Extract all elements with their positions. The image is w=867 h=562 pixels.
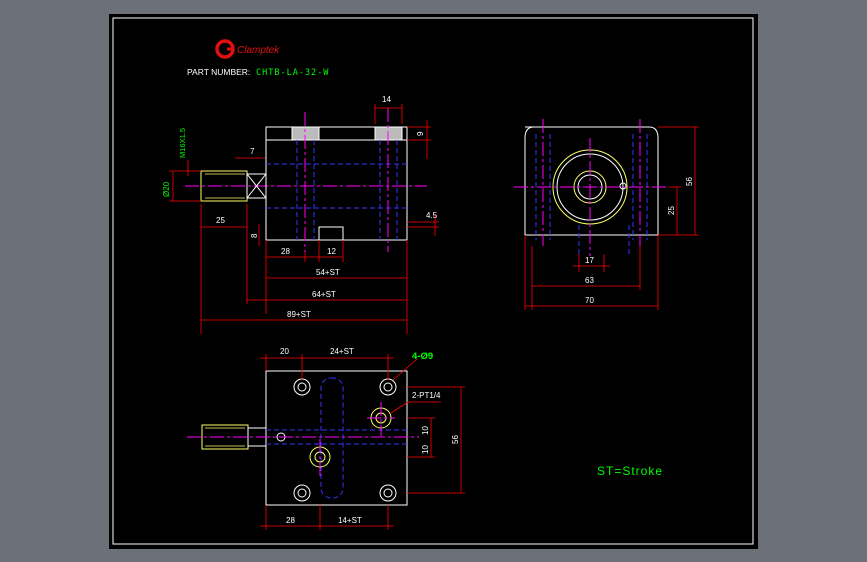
drawing-canvas[interactable]: Clamptek PART NUMBER: CHTB-LA-32-W — [109, 14, 758, 549]
dim-top-10a: 10 — [421, 426, 430, 435]
dim-end-70: 70 — [585, 296, 594, 305]
dim-front-4-5: 4.5 — [426, 211, 438, 220]
part-number-label: PART NUMBER: — [187, 67, 250, 77]
dim-top-ports: 2-PT1/4 — [412, 391, 441, 400]
dim-front-side-9: 9 — [416, 131, 425, 136]
dim-top-28: 28 — [286, 516, 295, 525]
dim-front-7: 7 — [250, 147, 255, 156]
dim-front-top-14: 14 — [382, 95, 391, 104]
drawing-svg: Clamptek PART NUMBER: CHTB-LA-32-W — [112, 17, 754, 545]
logo: Clamptek — [215, 39, 280, 59]
dim-top-14st: 14+ST — [338, 516, 362, 525]
dim-front-54st: 54+ST — [316, 268, 340, 277]
front-rod-hex — [246, 173, 267, 199]
top-view: 20 24+ST 4-Ø9 2-PT1/4 10 10 56 28 14+ST — [187, 347, 465, 530]
dim-top-24st: 24+ST — [330, 347, 354, 356]
front-view: 14 9 7 M16X1.5 Ø20 25 4.5 8 28 12 54+ST … — [162, 95, 439, 334]
dim-dia-20: Ø20 — [162, 181, 171, 197]
dim-top-10b: 10 — [421, 445, 430, 454]
dim-thread: M16X1.5 — [178, 128, 187, 158]
dim-front-12: 12 — [327, 247, 336, 256]
dim-front-64st: 64+ST — [312, 290, 336, 299]
part-number-value: CHTB-LA-32-W — [256, 68, 329, 78]
brand-name: Clamptek — [237, 45, 280, 56]
dim-top-20: 20 — [280, 347, 289, 356]
end-body-outline — [524, 126, 659, 236]
dim-front-8: 8 — [250, 233, 259, 238]
dim-end-63: 63 — [585, 276, 594, 285]
dim-end-17: 17 — [585, 256, 594, 265]
drawing-frame — [112, 17, 754, 545]
end-view: 56 25 17 63 70 — [514, 119, 699, 310]
dim-front-89st: 89+ST — [287, 310, 311, 319]
dim-front-25: 25 — [216, 216, 225, 225]
front-body-outline — [265, 126, 408, 241]
dim-end-25: 25 — [667, 206, 676, 215]
dim-top-holes: 4-Ø9 — [412, 351, 433, 362]
dim-top-56: 56 — [451, 435, 460, 444]
dim-front-28: 28 — [281, 247, 290, 256]
dim-end-56: 56 — [685, 177, 694, 186]
stroke-note: ST=Stroke — [597, 464, 663, 478]
front-port-block — [318, 226, 344, 241]
